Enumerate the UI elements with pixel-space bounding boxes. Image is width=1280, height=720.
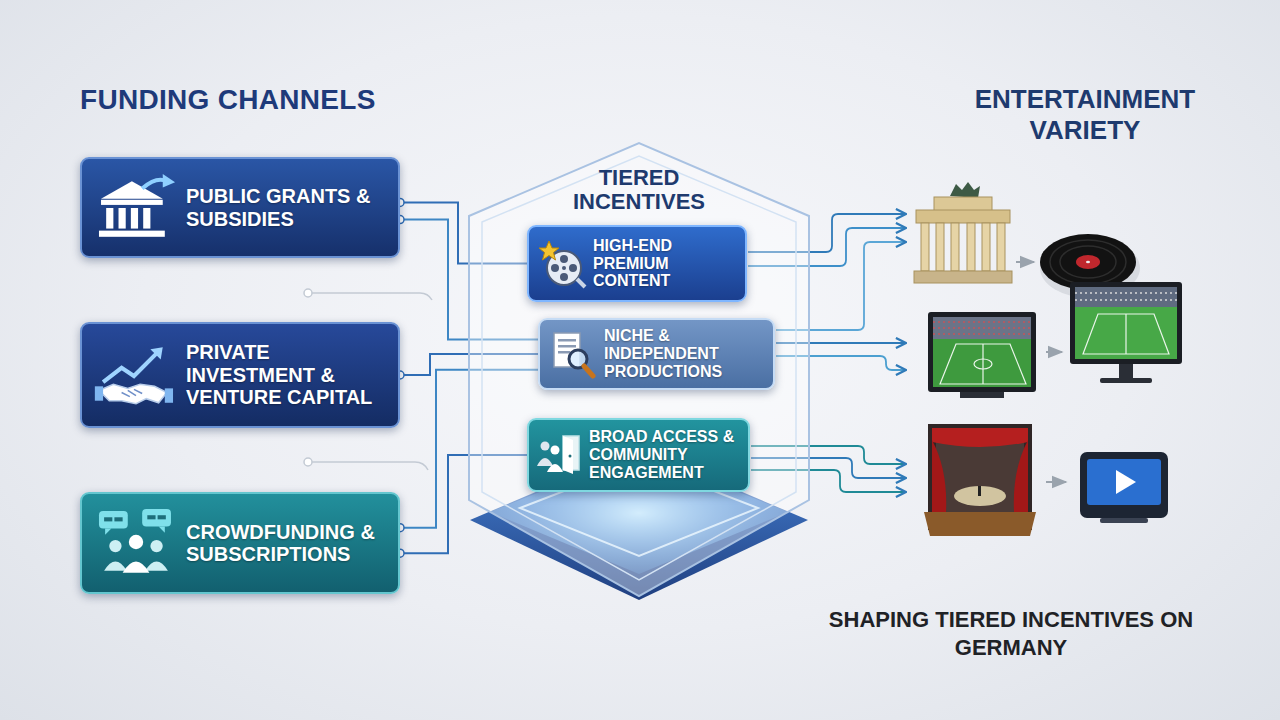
box-label: BROAD ACCESS & COMMUNITY ENGAGEMENT	[589, 428, 740, 482]
box-label: HIGH-END PREMIUM CONTENT	[593, 237, 721, 291]
box-icon	[94, 339, 178, 411]
box-label: NICHE & INDEPENDENT PRODUCTIONS	[604, 327, 761, 381]
box-text: PRIVATE INVESTMENT & VENTURE CAPITAL	[186, 341, 388, 408]
box-label: PRIVATE INVESTMENT & VENTURE CAPITAL	[186, 341, 388, 408]
small-arrow	[1046, 351, 1062, 353]
box-text: BROAD ACCESS & COMMUNITY ENGAGEMENT	[589, 428, 740, 482]
theatre-stage	[924, 424, 1036, 536]
funding-box: PUBLIC GRANTS & SUBSIDIES	[80, 157, 400, 258]
box-label: CROWDFUNDING & SUBSCRIPTIONS	[186, 521, 388, 566]
box-icon	[94, 172, 178, 244]
box-icon	[535, 430, 585, 480]
tier-box: NICHE & INDEPENDENT PRODUCTIONS	[538, 318, 775, 390]
box-icon	[537, 239, 587, 289]
tier-hexagon: TIERED INCENTIVES HIGH-END PREMIUM CONTEN…	[468, 140, 810, 600]
small-arrow	[1016, 261, 1034, 263]
box-icon	[548, 329, 598, 379]
tv-football	[1070, 282, 1182, 383]
diagram-title: FUNDING CHANNELS	[80, 84, 500, 116]
box-text: PUBLIC GRANTS & SUBSIDIES	[186, 185, 372, 230]
diagram-caption: SHAPING TIERED INCENTIVES ON GERMANY	[796, 606, 1226, 661]
tier-box: BROAD ACCESS & COMMUNITY ENGAGEMENT	[527, 418, 750, 492]
funding-box: CROWDFUNDING & SUBSCRIPTIONS	[80, 492, 400, 594]
box-text: HIGH-END PREMIUM CONTENT	[593, 237, 721, 291]
funding-box: PRIVATE INVESTMENT & VENTURE CAPITAL	[80, 322, 400, 428]
box-label: PUBLIC GRANTS & SUBSIDIES	[186, 185, 372, 230]
box-text: NICHE & INDEPENDENT PRODUCTIONS	[604, 327, 761, 381]
small-arrow	[1046, 481, 1066, 483]
box-text: CROWDFUNDING & SUBSCRIPTIONS	[186, 521, 388, 566]
tv-football	[928, 312, 1036, 398]
tier-box: HIGH-END PREMIUM CONTENT	[527, 225, 747, 302]
video-player	[1080, 452, 1168, 523]
box-icon	[94, 507, 178, 579]
group-heading: TIERED INCENTIVES	[549, 166, 729, 214]
column-heading: ENTERTAINMENT VARIETY	[945, 84, 1225, 146]
brandenburg-gate	[914, 182, 1012, 283]
